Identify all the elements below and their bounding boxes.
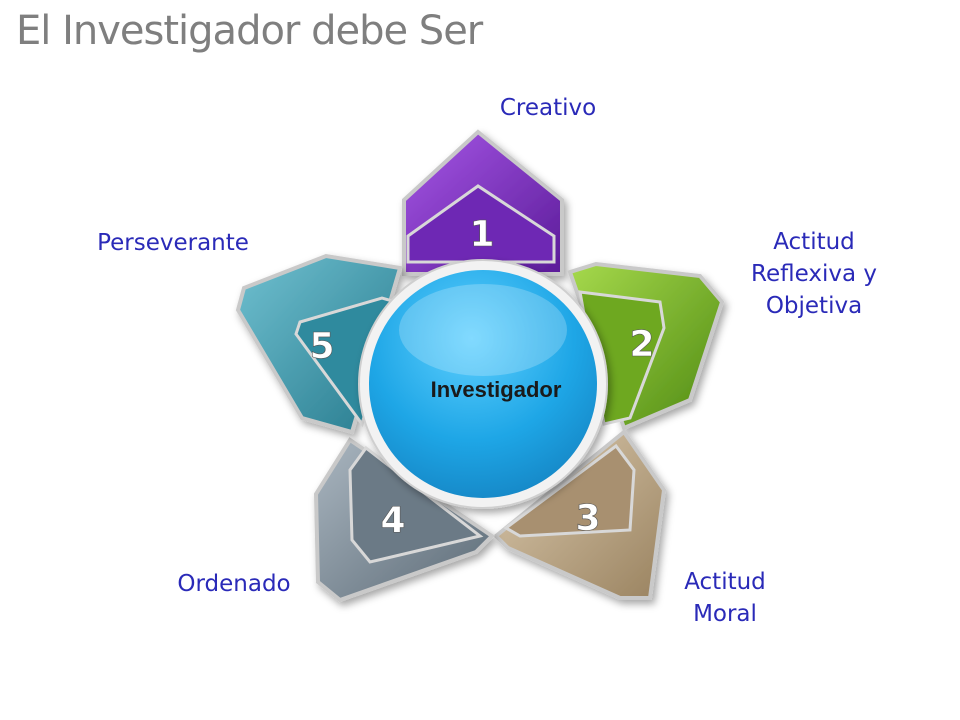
center-label: Investigador bbox=[431, 377, 562, 402]
segment-4-number: 4 bbox=[380, 500, 405, 541]
segment-2-number: 2 bbox=[629, 324, 654, 365]
center-circle: Investigador bbox=[358, 259, 608, 509]
label-perseverante: Perseverante bbox=[97, 230, 249, 256]
label-ordenado: Ordenado bbox=[177, 571, 291, 597]
segment-4: 4 bbox=[313, 437, 496, 603]
label-creativo: Creativo bbox=[499, 95, 597, 121]
segment-1-number: 1 bbox=[469, 214, 494, 255]
segment-3: 3 bbox=[493, 429, 667, 600]
label-actitud-moral: Actitud Moral bbox=[684, 569, 766, 627]
segment-3-number: 3 bbox=[575, 498, 600, 539]
segment-5-number: 5 bbox=[309, 326, 334, 367]
label-actitud-reflexiva: Actitud Reflexiva y Objetiva bbox=[751, 229, 877, 319]
segment-1: 1 bbox=[402, 129, 564, 276]
page-title: El Investigador debe Ser bbox=[16, 8, 483, 54]
